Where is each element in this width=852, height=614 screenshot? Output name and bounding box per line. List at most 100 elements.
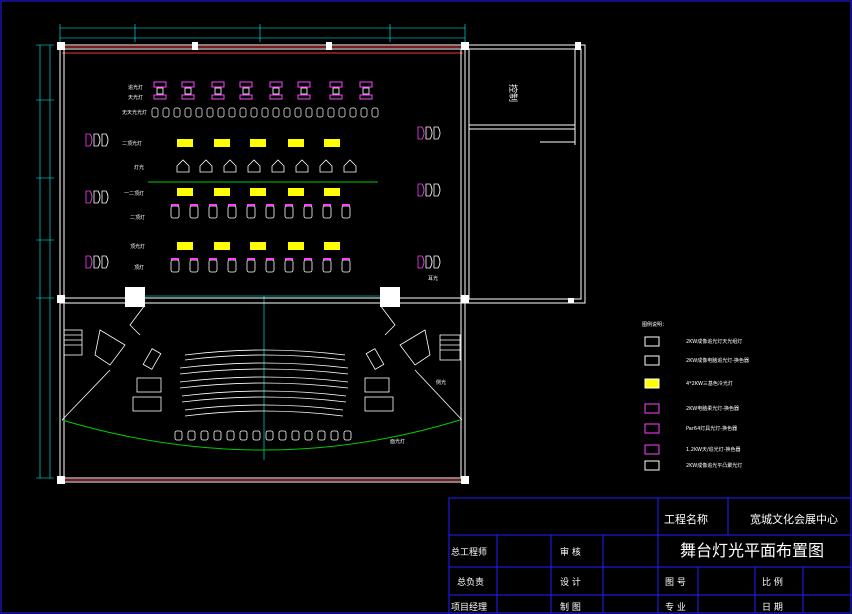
legend-item-label: Par64灯具光灯-换色器 [686,425,737,432]
cyc-icon [214,188,230,196]
profile-icon [228,258,236,260]
cyc-icon [214,139,230,147]
flood-icon [272,107,280,118]
profile-icon [265,259,275,273]
flood-icon [206,107,214,118]
followspot-icon [269,94,283,100]
fresnel-icon [93,133,101,147]
par-icon [343,159,357,173]
profile-icon [341,205,351,219]
tb-design: 设 计 [560,576,581,588]
flood-icon [217,107,225,118]
flood-icon [173,107,181,118]
fresnel-icon [425,126,433,140]
tb-drawing-no: 图 号 [665,577,686,588]
profile-icon [265,205,275,219]
flood-icon [174,430,183,441]
flood-icon [291,430,300,441]
profile-icon [285,258,293,260]
flood-icon [184,107,192,118]
profile-icon [342,258,350,260]
profile-icon [227,205,237,219]
profile-icon [171,204,179,206]
profile-icon [208,259,218,273]
profile-icon [170,259,180,273]
cyc-icon [250,188,266,196]
profile-icon [266,258,274,260]
auditorium-seating [61,304,463,421]
fresnel-icon [101,133,109,147]
profile-icon [170,205,180,219]
followspot-icon [153,81,167,88]
legend: 图例说明： 2KW成像追光灯天光组灯2KW成像电脑追光灯-换色器4*2KW三基色… [642,321,749,471]
profile-icon [189,259,199,273]
legend-title: 图例说明： [642,321,667,328]
followspot-icon [359,94,373,100]
followspot-icon [329,81,343,88]
cyc-icon [214,242,230,250]
flood-icon [213,430,222,441]
profile-icon [208,205,218,219]
fresnel-icon [85,190,93,204]
profile-icon [304,204,312,206]
followspot-icon [362,87,370,95]
label-control-room: 控制 [507,84,519,102]
label-row1c: 无天光光灯 [122,109,147,116]
flood-icon [151,107,159,118]
legend-item-label: 1.2KW天/追光灯-换色器 [686,446,741,453]
fresnel-icon [433,255,441,269]
green-lines [61,181,461,451]
flood-icon [316,107,324,118]
profile-icon [209,204,217,206]
followspot-icon [214,87,222,95]
followspot-icon [211,94,225,100]
followspot-icon [300,87,308,95]
cyc-icon [644,378,660,389]
label-row4: 二顶灯 [130,214,145,221]
flood-icon [162,107,170,118]
flood-icon [200,430,209,441]
followspot-icon [181,81,195,88]
followspot-icon [242,87,250,95]
legend-item-label: 2KW成像追光平凸聚光灯 [686,462,742,469]
cyc-icon [324,188,340,196]
followspot-icon [329,94,343,100]
fresnel-icon [425,255,433,269]
legend-item-label: 4*2KW三基色冷光灯 [686,380,733,387]
legend-item-label: 2KW电脑柔光灯-换色器 [686,405,739,412]
followspot-icon [239,94,253,100]
followspot-icon [644,444,660,455]
lighting-fixtures [85,81,441,441]
profile-icon [303,205,313,219]
profile-icon [190,204,198,206]
dimension-lines [36,24,466,479]
followspot-icon [211,81,225,88]
profile-icon [227,259,237,273]
flood-icon [330,430,339,441]
flood-icon [239,107,247,118]
par-icon [247,159,261,173]
profile-icon [247,258,255,260]
followspot-icon [297,81,311,88]
cyc-icon [177,242,193,250]
flood-icon [278,430,287,441]
par-icon [199,159,213,173]
profile-icon [189,205,199,219]
profile-icon [284,205,294,219]
tb-date: 日 期 [762,602,783,613]
cyc-icon [288,242,304,250]
fresnel-icon [85,255,93,269]
flood-icon [187,430,196,441]
profile-icon [323,204,331,206]
tb-chief-engineer: 总工程师 [451,546,487,558]
label-row3: 一二顶灯 [124,190,144,197]
fresnel-icon [93,190,101,204]
fresnel-icon [433,183,441,197]
flood-icon [349,107,357,118]
tb-project-manager: 项目经理 [451,601,487,613]
profile-icon [246,205,256,219]
label-side: 耳光 [428,275,438,282]
label-row1b: 天光灯 [128,94,143,101]
label-row2: 二顶光灯 [122,140,142,147]
